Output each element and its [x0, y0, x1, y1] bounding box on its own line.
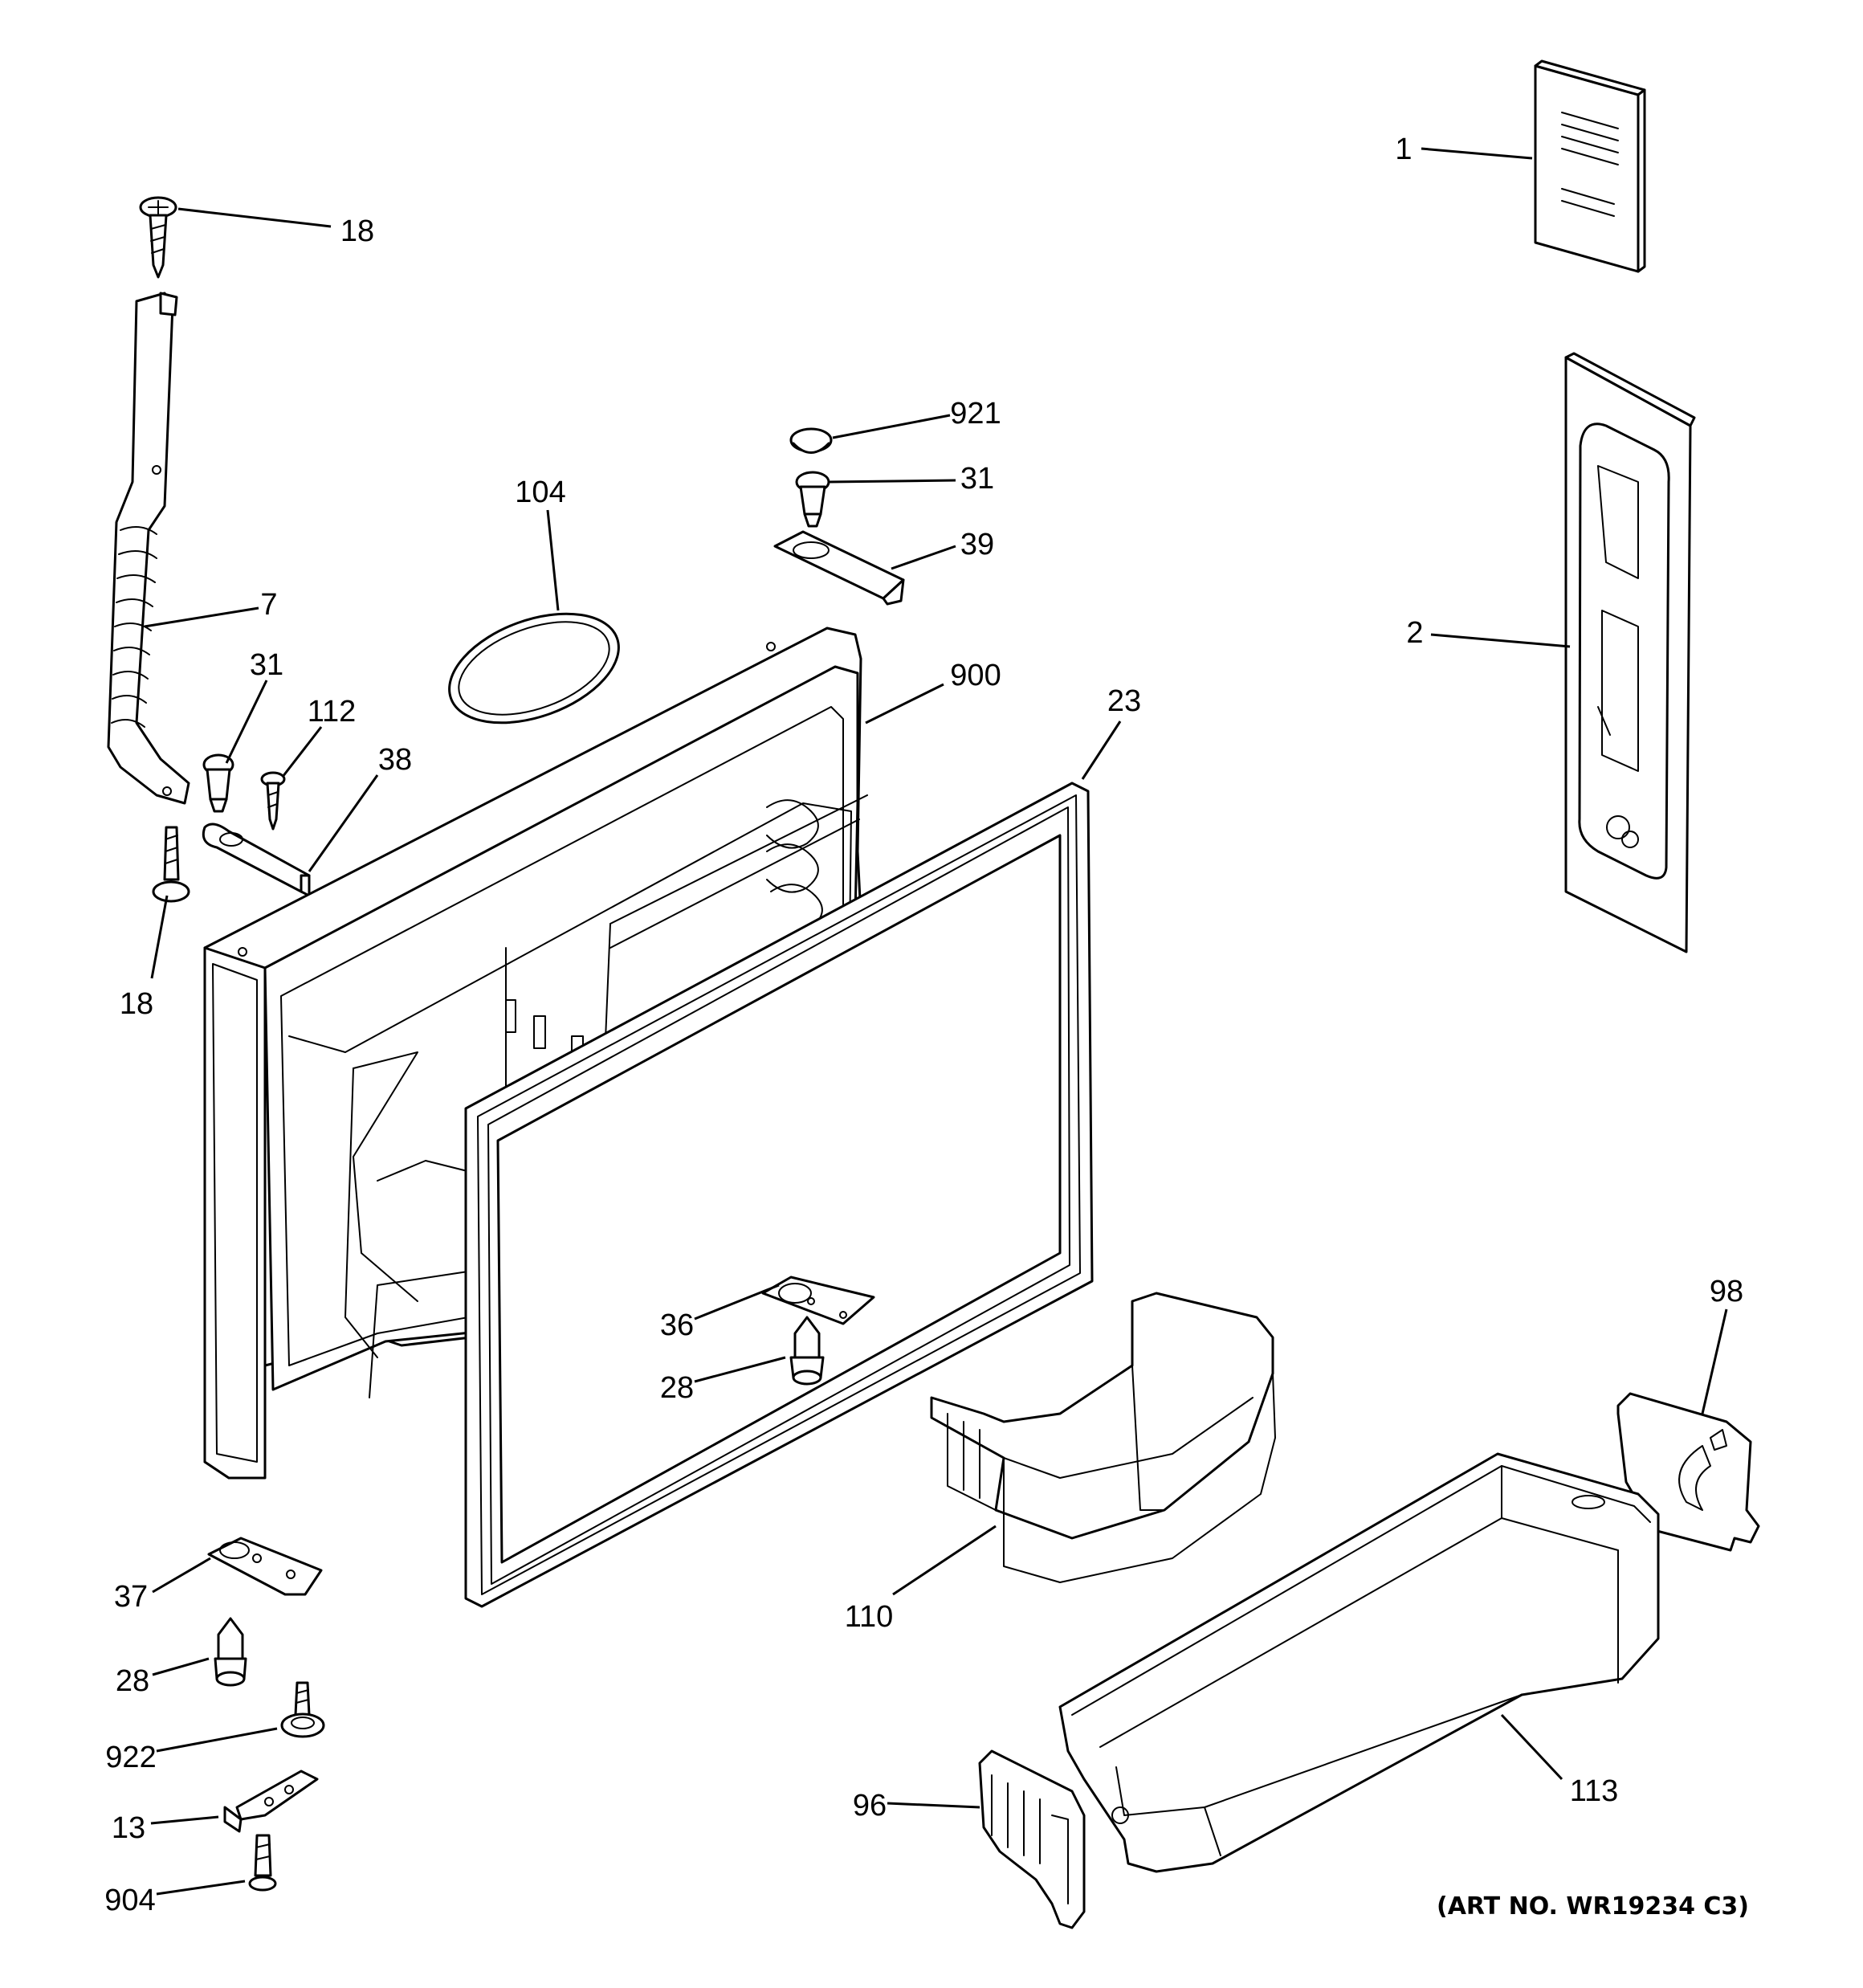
callout-1: 1 — [1395, 133, 1412, 166]
stud-part-bottom — [214, 1617, 247, 1687]
cap-part-921 — [789, 427, 833, 454]
callout-18-top: 18 — [340, 214, 374, 248]
stud-part-center — [789, 1316, 825, 1386]
screw-part-904 — [248, 1834, 277, 1892]
screw-part-top — [139, 196, 177, 279]
end-cap-part-96 — [978, 1749, 1086, 1929]
callout-113: 113 — [1570, 1774, 1619, 1808]
handle-trim-part — [1564, 352, 1696, 953]
callout-13: 13 — [112, 1811, 145, 1845]
callout-31-left: 31 — [250, 648, 283, 682]
callout-37: 37 — [114, 1580, 148, 1614]
callout-98: 98 — [1710, 1275, 1743, 1308]
bracket-part-38 — [202, 823, 311, 897]
leader-lines — [144, 147, 1728, 1896]
callout-39: 39 — [960, 528, 994, 561]
callout-904: 904 — [104, 1884, 155, 1917]
callout-921: 921 — [950, 397, 1001, 431]
callout-7: 7 — [260, 588, 277, 622]
bracket-part-37 — [207, 1537, 323, 1596]
callout-36: 36 — [660, 1308, 694, 1342]
door-gasket-part — [464, 782, 1094, 1608]
callout-900: 900 — [950, 659, 1001, 692]
callout-labels: 1 2 7 18 18 31 112 38 104 921 31 39 900 … — [104, 133, 1743, 1917]
callout-104: 104 — [515, 476, 565, 509]
door-bin-part-113 — [1058, 1452, 1660, 1873]
callout-2: 2 — [1406, 616, 1423, 650]
callout-28-center: 28 — [660, 1371, 694, 1405]
screw-part-112 — [260, 771, 286, 831]
bracket-part-39 — [773, 530, 905, 606]
hinge-spring-part — [107, 292, 190, 805]
callout-112: 112 — [308, 695, 357, 729]
callout-96: 96 — [853, 1789, 887, 1823]
bushing-part-top — [795, 471, 830, 528]
gasket-ring-part — [448, 612, 620, 725]
callout-110: 110 — [845, 1600, 894, 1634]
callout-31-top: 31 — [960, 462, 994, 496]
screw-part-left — [152, 826, 190, 903]
callout-38: 38 — [378, 743, 412, 777]
manual-booklet-part — [1534, 59, 1646, 273]
door-bin-part-110 — [930, 1292, 1276, 1583]
callout-922: 922 — [105, 1741, 156, 1774]
screw-part-922 — [280, 1681, 325, 1738]
art-number-label: (ART NO. WR19234 C3) — [1437, 1892, 1749, 1921]
callout-23: 23 — [1107, 684, 1141, 718]
hinge-bracket-part-13 — [223, 1770, 319, 1833]
callout-18-left: 18 — [120, 987, 153, 1021]
bracket-part-36 — [761, 1276, 875, 1325]
bushing-part-left — [202, 753, 234, 813]
callout-28-bottom: 28 — [116, 1664, 149, 1698]
